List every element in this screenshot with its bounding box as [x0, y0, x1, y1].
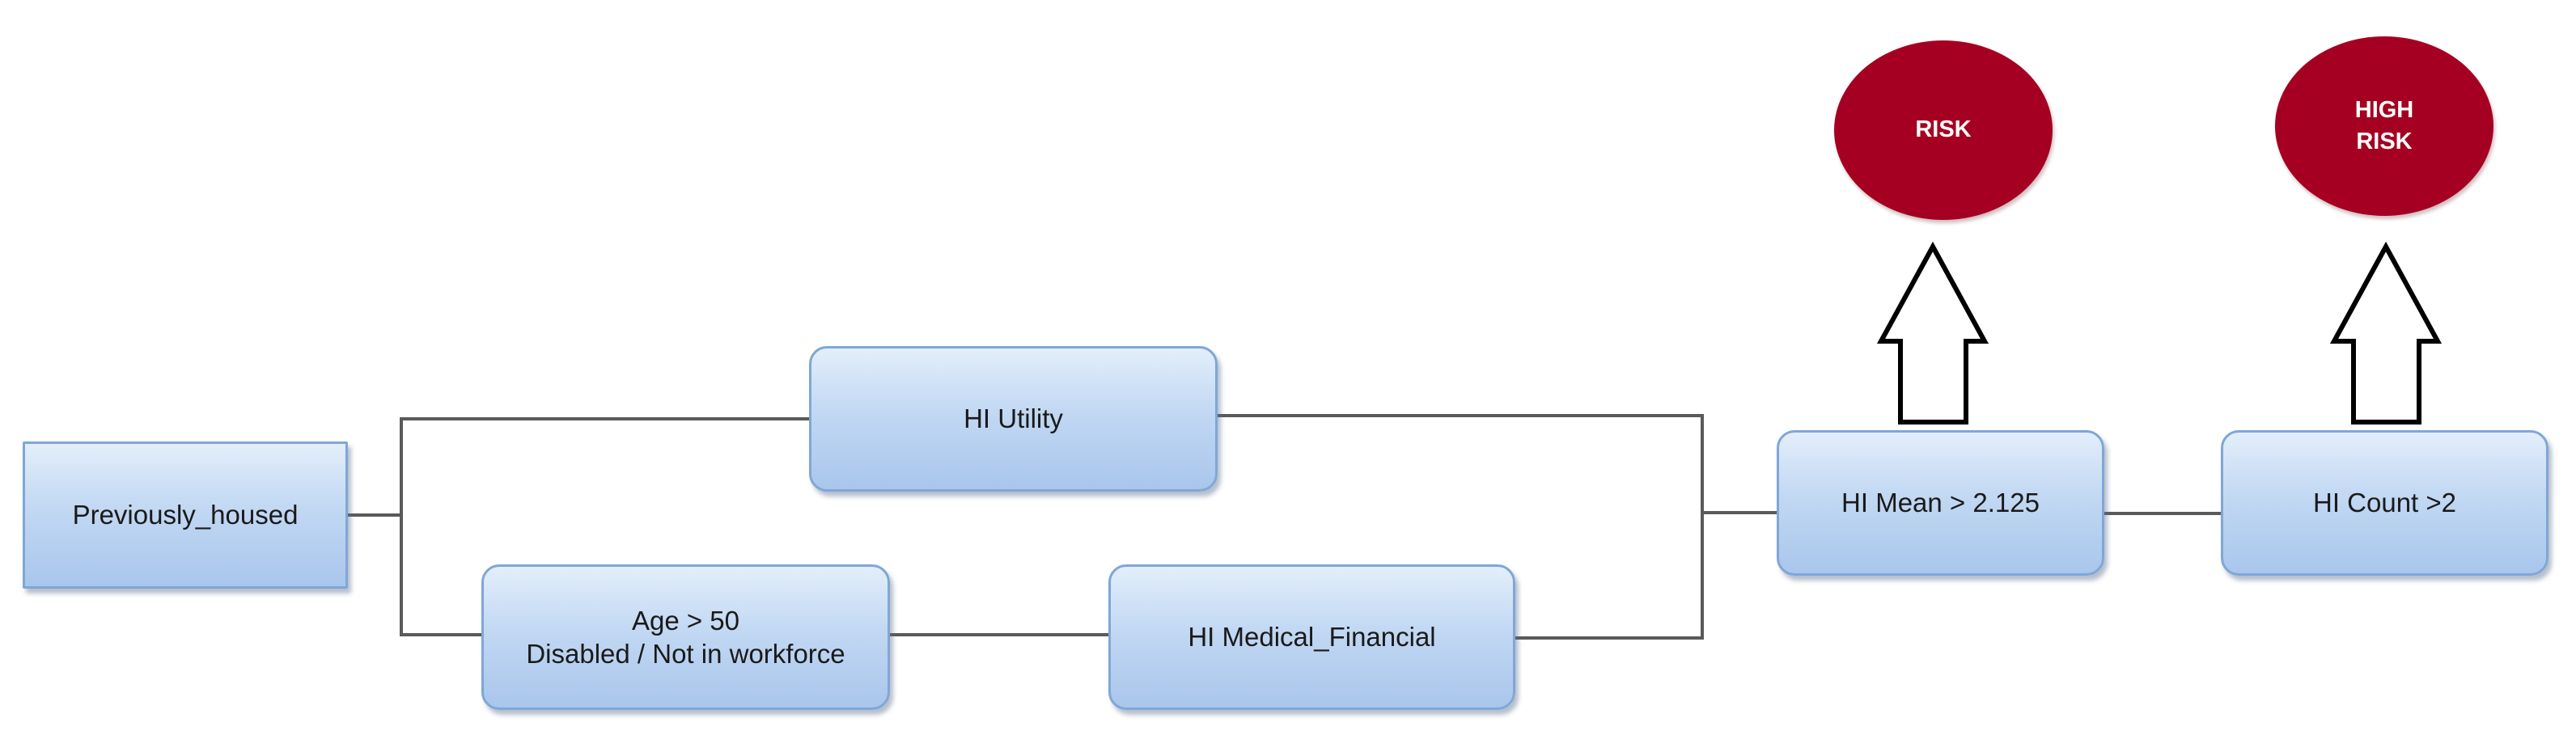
- node-previously-housed-label: Previously_housed: [72, 500, 299, 530]
- node-hi-utility: HI Utility: [809, 346, 1218, 492]
- node-age-disabled: Age > 50 Disabled / Not in workforce: [481, 564, 890, 710]
- node-hi-mean: HI Mean > 2.125: [1777, 430, 2104, 576]
- node-hi-medical-financial-label: HI Medical_Financial: [1188, 622, 1436, 653]
- node-hi-utility-label: HI Utility: [964, 403, 1063, 434]
- outcome-risk-label: RISK: [1915, 116, 1972, 143]
- node-previously-housed: Previously_housed: [23, 441, 348, 589]
- outcome-high-risk: HIGH RISK: [2275, 36, 2493, 216]
- node-hi-count: HI Count >2: [2221, 430, 2548, 576]
- arrow-up-to-risk-icon: [1876, 241, 1989, 425]
- node-age-disabled-line2: Disabled / Not in workforce: [526, 639, 845, 669]
- node-hi-count-label: HI Count >2: [2312, 488, 2457, 518]
- outcome-risk: RISK: [1834, 40, 2053, 220]
- outcome-high-risk-label: HIGH RISK: [2354, 96, 2414, 154]
- node-hi-mean-label: HI Mean > 2.125: [1841, 488, 2040, 518]
- node-age-disabled-line1: Age > 50: [631, 605, 740, 636]
- node-hi-medical-financial: HI Medical_Financial: [1108, 564, 1515, 710]
- arrow-up-to-high-risk-icon: [2329, 241, 2443, 425]
